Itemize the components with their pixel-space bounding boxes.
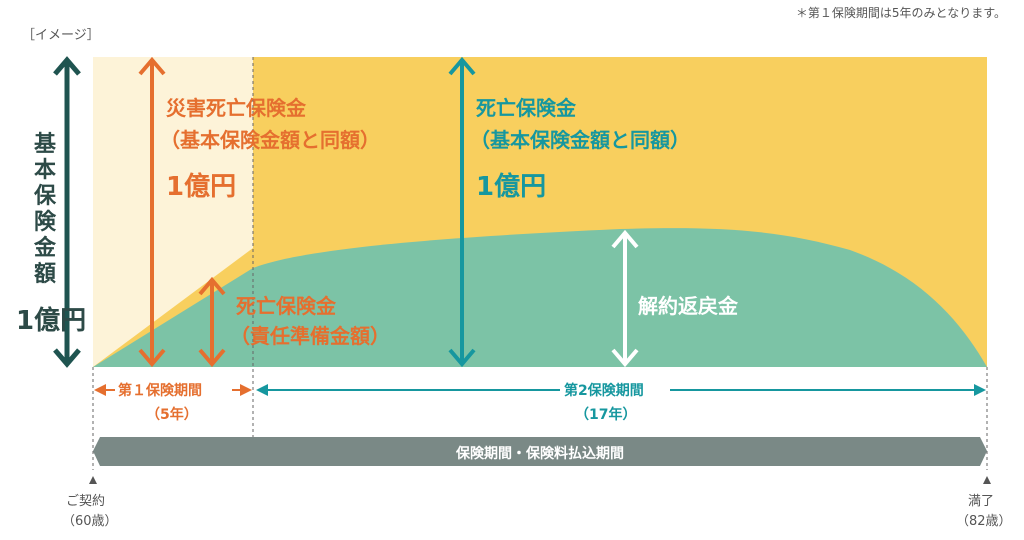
end-label: 満了 — [968, 494, 995, 509]
reserve-death-arrow — [198, 276, 226, 368]
start-age: （60歳） — [62, 514, 118, 529]
y-axis-label: 基本保険金額 — [34, 132, 57, 287]
death-amount: 1億円 — [476, 172, 547, 202]
image-label: ［イメージ］ — [22, 28, 100, 43]
death-title: 死亡保険金 — [476, 96, 576, 120]
surrender-value-label: 解約返戻金 — [638, 294, 738, 318]
basic-amount-arrow — [53, 56, 81, 368]
end-marker-icon — [983, 476, 991, 484]
accident-death-title: 災害死亡保険金 — [166, 96, 306, 120]
total-period-bar — [93, 437, 987, 466]
accident-death-arrow — [138, 56, 166, 368]
start-marker-icon — [89, 476, 97, 484]
death-arrow — [448, 56, 476, 368]
accident-death-subtitle: （基本保険金額と同額） — [160, 128, 380, 152]
period1-years: （5年） — [146, 407, 198, 423]
total-period-label: 保険期間・保険料払込期間 — [456, 446, 624, 462]
reserve-death-subtitle: （責任準備金額） — [230, 324, 390, 348]
period2-label: 第2保険期間 — [564, 383, 644, 399]
start-label: ご契約 — [66, 494, 106, 509]
reserve-death-title: 死亡保険金 — [236, 294, 336, 318]
end-age: （82歳） — [956, 514, 1012, 529]
surrender-arrow — [611, 229, 639, 368]
death-subtitle: （基本保険金額と同額） — [470, 128, 690, 152]
cash-value-area — [93, 228, 987, 367]
period1-label: 第１保険期間 — [118, 380, 202, 400]
accident-death-amount: 1億円 — [166, 172, 237, 202]
footnote: ＊第１保険期間は5年のみとなります。 — [795, 6, 1006, 20]
y-axis-value: 1億円 — [16, 306, 87, 336]
period2-years: （17年） — [575, 407, 637, 423]
